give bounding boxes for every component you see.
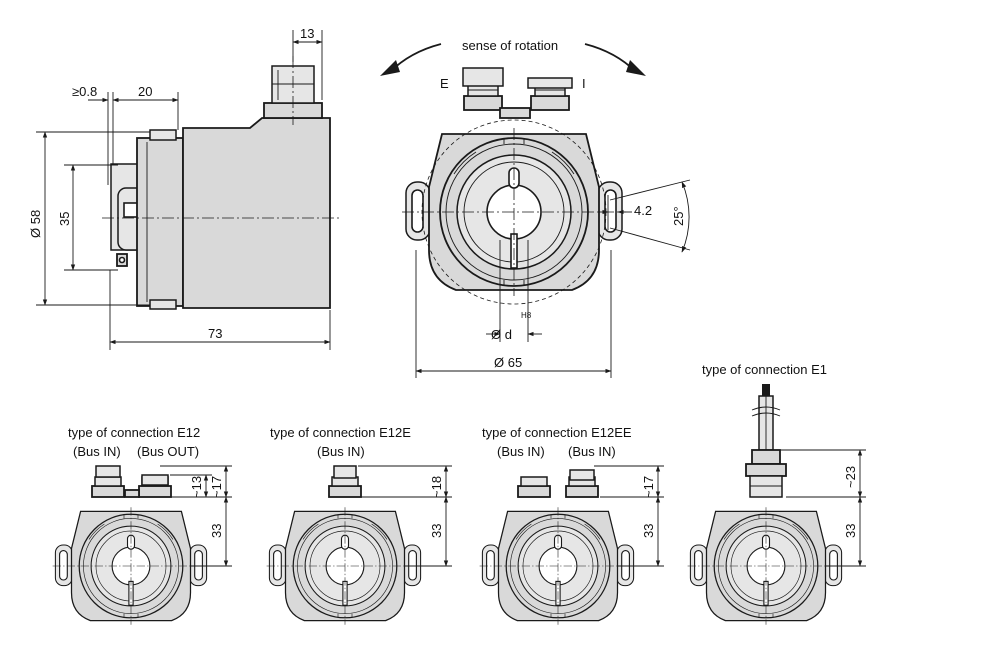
dim-13: 13 xyxy=(300,26,314,41)
bus-out-label: (Bus OUT) xyxy=(137,444,199,459)
dim-4-2: 4.2 xyxy=(634,203,652,218)
dim-73: 73 xyxy=(208,326,222,341)
side-view xyxy=(102,56,340,310)
connection-e1: type of connection E1 ~23 33 xyxy=(688,362,866,625)
dim-0-8: ≥0.8 xyxy=(72,84,97,99)
connection-e1-label: type of connection E1 xyxy=(702,362,827,377)
connection-e12ee: type of connection E12EE (Bus IN) (Bus I… xyxy=(480,425,664,625)
direction-i-label: I xyxy=(582,76,586,91)
front-view xyxy=(401,67,627,305)
dim-20: 20 xyxy=(138,84,152,99)
dim-e1-33: 33 xyxy=(843,524,858,538)
bus-in-label-e12ee-2: (Bus IN) xyxy=(568,444,616,459)
connection-e12e-label: type of connection E12E xyxy=(270,425,411,440)
bus-in-label-e12ee-1: (Bus IN) xyxy=(497,444,545,459)
connection-e12: type of connection E12 (Bus IN) (Bus OUT… xyxy=(53,425,232,625)
dim-e1-23: ~23 xyxy=(843,466,858,488)
dim-dia-65: Ø 65 xyxy=(494,355,522,370)
front-view-dimensions: 4.2 25° Ø d H8 Ø 65 xyxy=(415,179,691,378)
rotation-arrows: sense of rotation E I xyxy=(380,38,646,91)
connection-e12e: type of connection E12E (Bus IN) ~18 33 xyxy=(267,425,452,625)
bus-in-label: (Bus IN) xyxy=(73,444,121,459)
bus-in-label-e12e: (Bus IN) xyxy=(317,444,365,459)
dim-35: 35 xyxy=(57,212,72,226)
dim-e12-33: 33 xyxy=(209,524,224,538)
dim-e12-13: ~13 xyxy=(189,476,204,498)
dim-e12e-33: 33 xyxy=(429,524,444,538)
dim-25-deg: 25° xyxy=(671,206,686,226)
dim-e12-17: ~17 xyxy=(209,476,224,498)
dim-dia-d: Ø d xyxy=(491,327,512,342)
sense-of-rotation-label: sense of rotation xyxy=(462,38,558,53)
connection-e12-label: type of connection E12 xyxy=(68,425,200,440)
dim-h8: H8 xyxy=(521,311,532,320)
dim-e12ee-33: 33 xyxy=(641,524,656,538)
direction-e-label: E xyxy=(440,76,449,91)
dim-e12e-18: ~18 xyxy=(429,476,444,498)
dim-dia-58: Ø 58 xyxy=(28,210,43,238)
connection-e12ee-label: type of connection E12EE xyxy=(482,425,632,440)
rotation-arrow-right-icon xyxy=(626,60,646,76)
side-view-dimensions: 13 20 ≥0.8 Ø 58 35 73 xyxy=(28,26,331,350)
rotation-arrow-left-icon xyxy=(380,60,400,76)
dim-e12ee-17: ~17 xyxy=(641,476,656,498)
